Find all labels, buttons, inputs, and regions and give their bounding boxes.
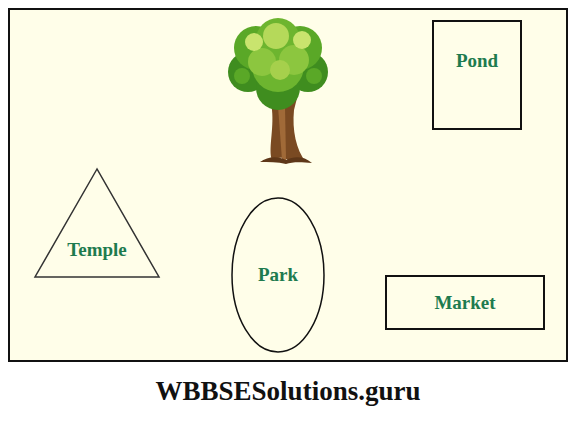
map-frame: PondTempleParkMarket	[8, 8, 568, 362]
pond-box: Pond	[432, 20, 522, 130]
park-ellipse: Park	[231, 197, 325, 353]
triangle-outline	[34, 168, 160, 278]
node-label: Pond	[456, 50, 498, 72]
temple-triangle: Temple	[34, 168, 160, 278]
node-label: Market	[434, 292, 495, 314]
triangle-shape	[35, 169, 159, 277]
node-label: Temple	[67, 239, 126, 261]
ellipse-shape	[232, 198, 324, 352]
node-label: Park	[258, 264, 298, 286]
market-box: Market	[385, 275, 545, 330]
watermark: WBBSESolutions.guru	[0, 376, 576, 407]
